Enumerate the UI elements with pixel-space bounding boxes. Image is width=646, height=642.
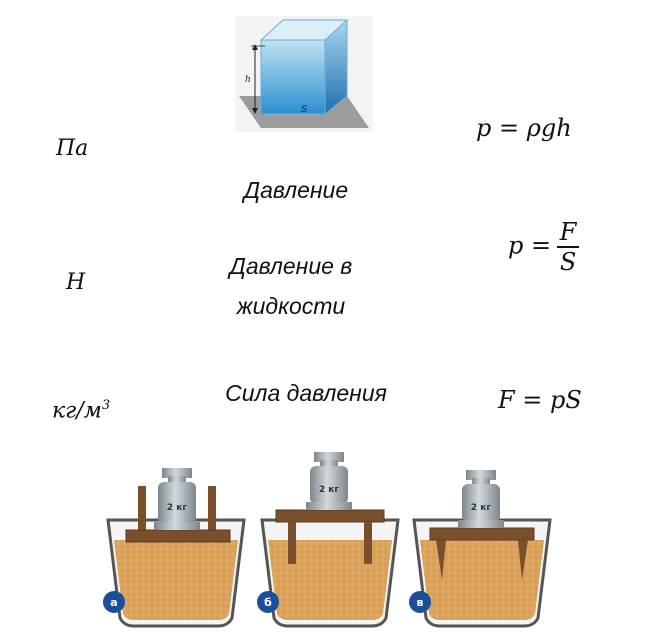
unit-density-base: кг/м <box>52 398 102 424</box>
term-liquid-pressure-line1: Давление в <box>229 253 353 279</box>
panel-label: б <box>264 596 272 609</box>
leg <box>364 522 372 564</box>
height-label: h <box>245 75 251 85</box>
unit-density-exp: 3 <box>101 398 111 413</box>
formula-liquid-pressure: p = ρgh <box>476 114 572 142</box>
weight-label: 2 кг <box>167 503 188 513</box>
panel-c: 2 кг в <box>409 470 552 628</box>
panel-label: в <box>417 596 424 609</box>
leg <box>208 486 216 536</box>
term-pressure-force: Сила давления <box>225 380 387 406</box>
board <box>429 527 535 541</box>
badge <box>103 591 125 613</box>
liquid-front <box>261 40 325 114</box>
unit-newton: Н <box>66 270 86 295</box>
leg <box>288 522 296 564</box>
weights-on-sand-figure: 2 кг а 2 кг б 2 кг в <box>103 452 552 628</box>
term-liquid-pressure: Давление в жидкости <box>186 246 396 326</box>
fraction-numerator: F <box>559 218 577 246</box>
weight <box>310 466 348 504</box>
liquid-side <box>325 20 347 114</box>
area-label: S <box>301 105 307 115</box>
badge <box>257 591 279 613</box>
term-liquid-pressure-line2: жидкости <box>236 293 346 319</box>
panel-a: 2 кг а <box>103 468 246 628</box>
liquid-top <box>261 20 347 40</box>
spike <box>436 540 446 580</box>
panel-label: а <box>110 596 117 609</box>
spike <box>518 540 528 580</box>
badge <box>409 591 431 613</box>
table-top <box>275 509 385 523</box>
term-pressure: Давление <box>243 177 349 203</box>
unit-density: кг/м3 <box>52 398 110 423</box>
unit-pascal: Па <box>56 136 89 161</box>
weight-label: 2 кг <box>471 503 492 513</box>
formula-pressure-force: F = pS <box>498 386 582 414</box>
weight <box>158 482 196 524</box>
weight <box>462 484 500 522</box>
panel-b: 2 кг б <box>257 452 400 628</box>
fraction-bar <box>557 246 580 248</box>
leg <box>138 486 146 536</box>
formula-pressure-lhs: p = <box>508 231 552 260</box>
fraction-denominator: S <box>559 247 577 276</box>
board <box>125 529 231 543</box>
liquid-container-figure: h S <box>235 16 373 132</box>
weight-label: 2 кг <box>319 485 340 495</box>
